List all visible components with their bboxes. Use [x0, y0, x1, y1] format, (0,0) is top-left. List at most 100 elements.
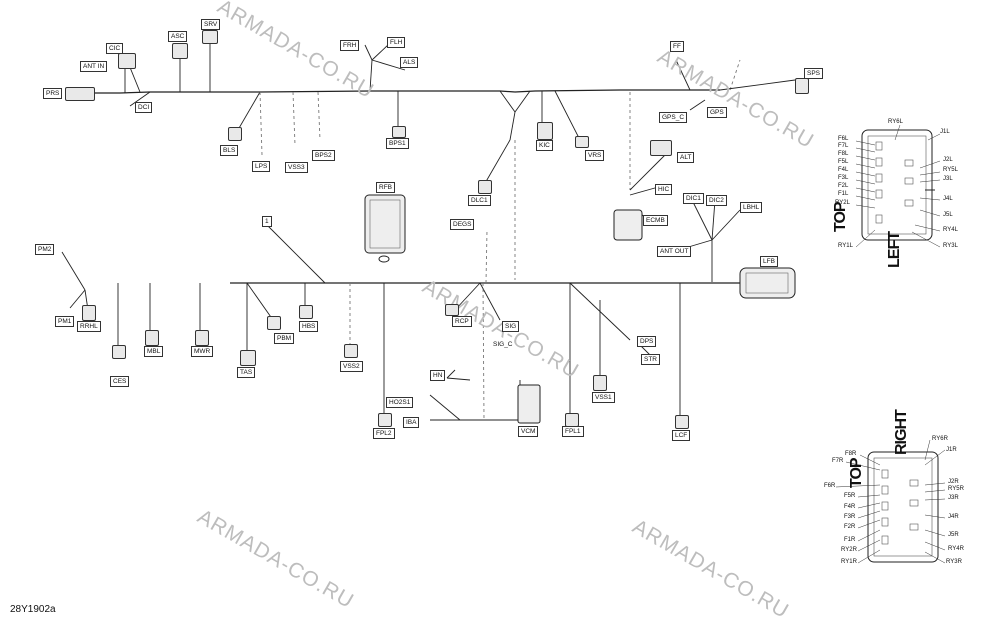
pin-label: J4L — [943, 196, 953, 202]
pin-label: J2L — [943, 157, 953, 163]
callout-1: 1 — [262, 216, 272, 227]
vrs-connector — [575, 136, 589, 148]
right-box-top-word: TOP — [848, 458, 865, 488]
label-hbs: HBS — [299, 321, 319, 332]
vss1-connector — [593, 375, 607, 391]
rfb-block-drawing — [364, 194, 406, 263]
label-pbm: PBM — [274, 333, 295, 344]
label-vss2: VSS2 — [340, 361, 363, 372]
label-dlc1: DLC1 — [468, 195, 491, 206]
label-tas: TAS — [237, 367, 256, 378]
label-bps1: BPS1 — [386, 138, 409, 149]
label-rcp: RCP — [452, 316, 472, 327]
pin-label: F4R — [844, 504, 856, 510]
label-str: STR — [641, 354, 660, 365]
label-vss1: VSS1 — [592, 392, 615, 403]
vss2-connector — [344, 344, 358, 358]
left-fuse-box-outline — [861, 129, 935, 241]
right-fuse-box-outline — [867, 451, 939, 563]
label-vss3: VSS3 — [285, 162, 308, 173]
label-rfb: RFB — [376, 182, 395, 193]
pin-label: F2R — [844, 524, 856, 530]
lcf-connector — [675, 415, 689, 429]
label-mwr: MWR — [191, 346, 214, 357]
label-sps: SPS — [804, 68, 824, 79]
pin-label: F8L — [838, 151, 849, 157]
label-ff: FF — [670, 41, 684, 52]
label-gps-c: GPS_C — [659, 112, 688, 123]
label-lfb: LFB — [760, 256, 778, 267]
label-rrhl: RRHL — [77, 321, 101, 332]
label-bls: BLS — [220, 145, 239, 156]
label-kic: KIC — [536, 140, 553, 151]
alt-connector — [650, 140, 672, 156]
pin-label: RY3L — [943, 243, 958, 249]
lfb-block-drawing — [739, 267, 796, 299]
vcm-drawing — [517, 384, 541, 424]
pin-label: J1L — [940, 129, 950, 135]
label-sig-c: SIG_C — [493, 341, 513, 348]
bls-connector — [228, 127, 242, 141]
pin-label: J2R — [948, 479, 959, 485]
label-bps2: BPS2 — [312, 150, 335, 161]
rrhl-connector — [82, 305, 96, 321]
label-sig: SIG — [502, 321, 520, 332]
label-asc: ASC — [168, 31, 188, 42]
label-ecmb: ECMB — [643, 215, 668, 226]
pin-label: F7L — [838, 143, 849, 149]
label-dic2: DIC2 — [706, 195, 727, 206]
pin-label: RY2R — [841, 547, 857, 553]
label-fpl1: FPL1 — [562, 426, 584, 437]
label-srv: SRV — [201, 19, 221, 30]
label-lbhl: LBHL — [740, 202, 763, 213]
rcp-connector — [445, 304, 459, 316]
pin-label: F3L — [838, 175, 849, 181]
pin-label: RY6R — [932, 436, 948, 442]
hbs-connector — [299, 305, 313, 319]
pin-label: F7R — [832, 458, 844, 464]
sps-connector — [795, 78, 809, 94]
pin-label: RY2L — [835, 200, 850, 206]
pin-label: F1R — [844, 537, 856, 543]
srv-connector — [202, 30, 218, 44]
diagram-code: 28Y1902a — [10, 604, 56, 615]
pin-label: F8R — [845, 451, 857, 457]
pin-label: J4R — [948, 514, 959, 520]
asc-connector — [172, 43, 188, 59]
pin-label: RY4L — [943, 227, 958, 233]
label-dci: DCI — [135, 102, 153, 113]
pin-label: F1L — [838, 191, 849, 197]
mbl-connector — [145, 330, 159, 346]
pin-label: RY5L — [943, 167, 958, 173]
label-vrs: VRS — [585, 150, 605, 161]
kic-connector — [537, 122, 553, 140]
label-fpl2: FPL2 — [373, 428, 395, 439]
pin-label: F2L — [838, 183, 849, 189]
label-prs: PRS — [43, 88, 63, 99]
tas-connector — [240, 350, 256, 366]
pin-label: F4L — [838, 167, 849, 173]
label-als: ALS — [400, 57, 419, 68]
label-dic1: DIC1 — [683, 193, 704, 204]
pin-label: RY4R — [948, 546, 964, 552]
left-box-side-word: LEFT — [886, 232, 903, 268]
label-pm1: PM1 — [55, 316, 75, 327]
label-gps: GPS — [707, 107, 727, 118]
pin-label: RY1R — [841, 559, 857, 565]
pin-label: J5R — [948, 532, 959, 538]
pin-label: RY6L — [888, 119, 903, 125]
label-degs: DEGS — [450, 219, 475, 230]
label-ces: CES — [110, 376, 130, 387]
ces-connector — [112, 345, 126, 359]
label-lps: LPS — [252, 161, 271, 172]
label-flh: FLH — [387, 37, 406, 48]
pin-label: J5L — [943, 212, 953, 218]
label-lcf: LCF — [672, 430, 691, 441]
left-box-top-word: TOP — [832, 202, 849, 232]
cic-connector — [118, 53, 136, 69]
label-ho2s1: HO2S1 — [386, 397, 414, 408]
label-frh: FRH — [340, 40, 360, 51]
label-alt: ALT — [677, 152, 695, 163]
